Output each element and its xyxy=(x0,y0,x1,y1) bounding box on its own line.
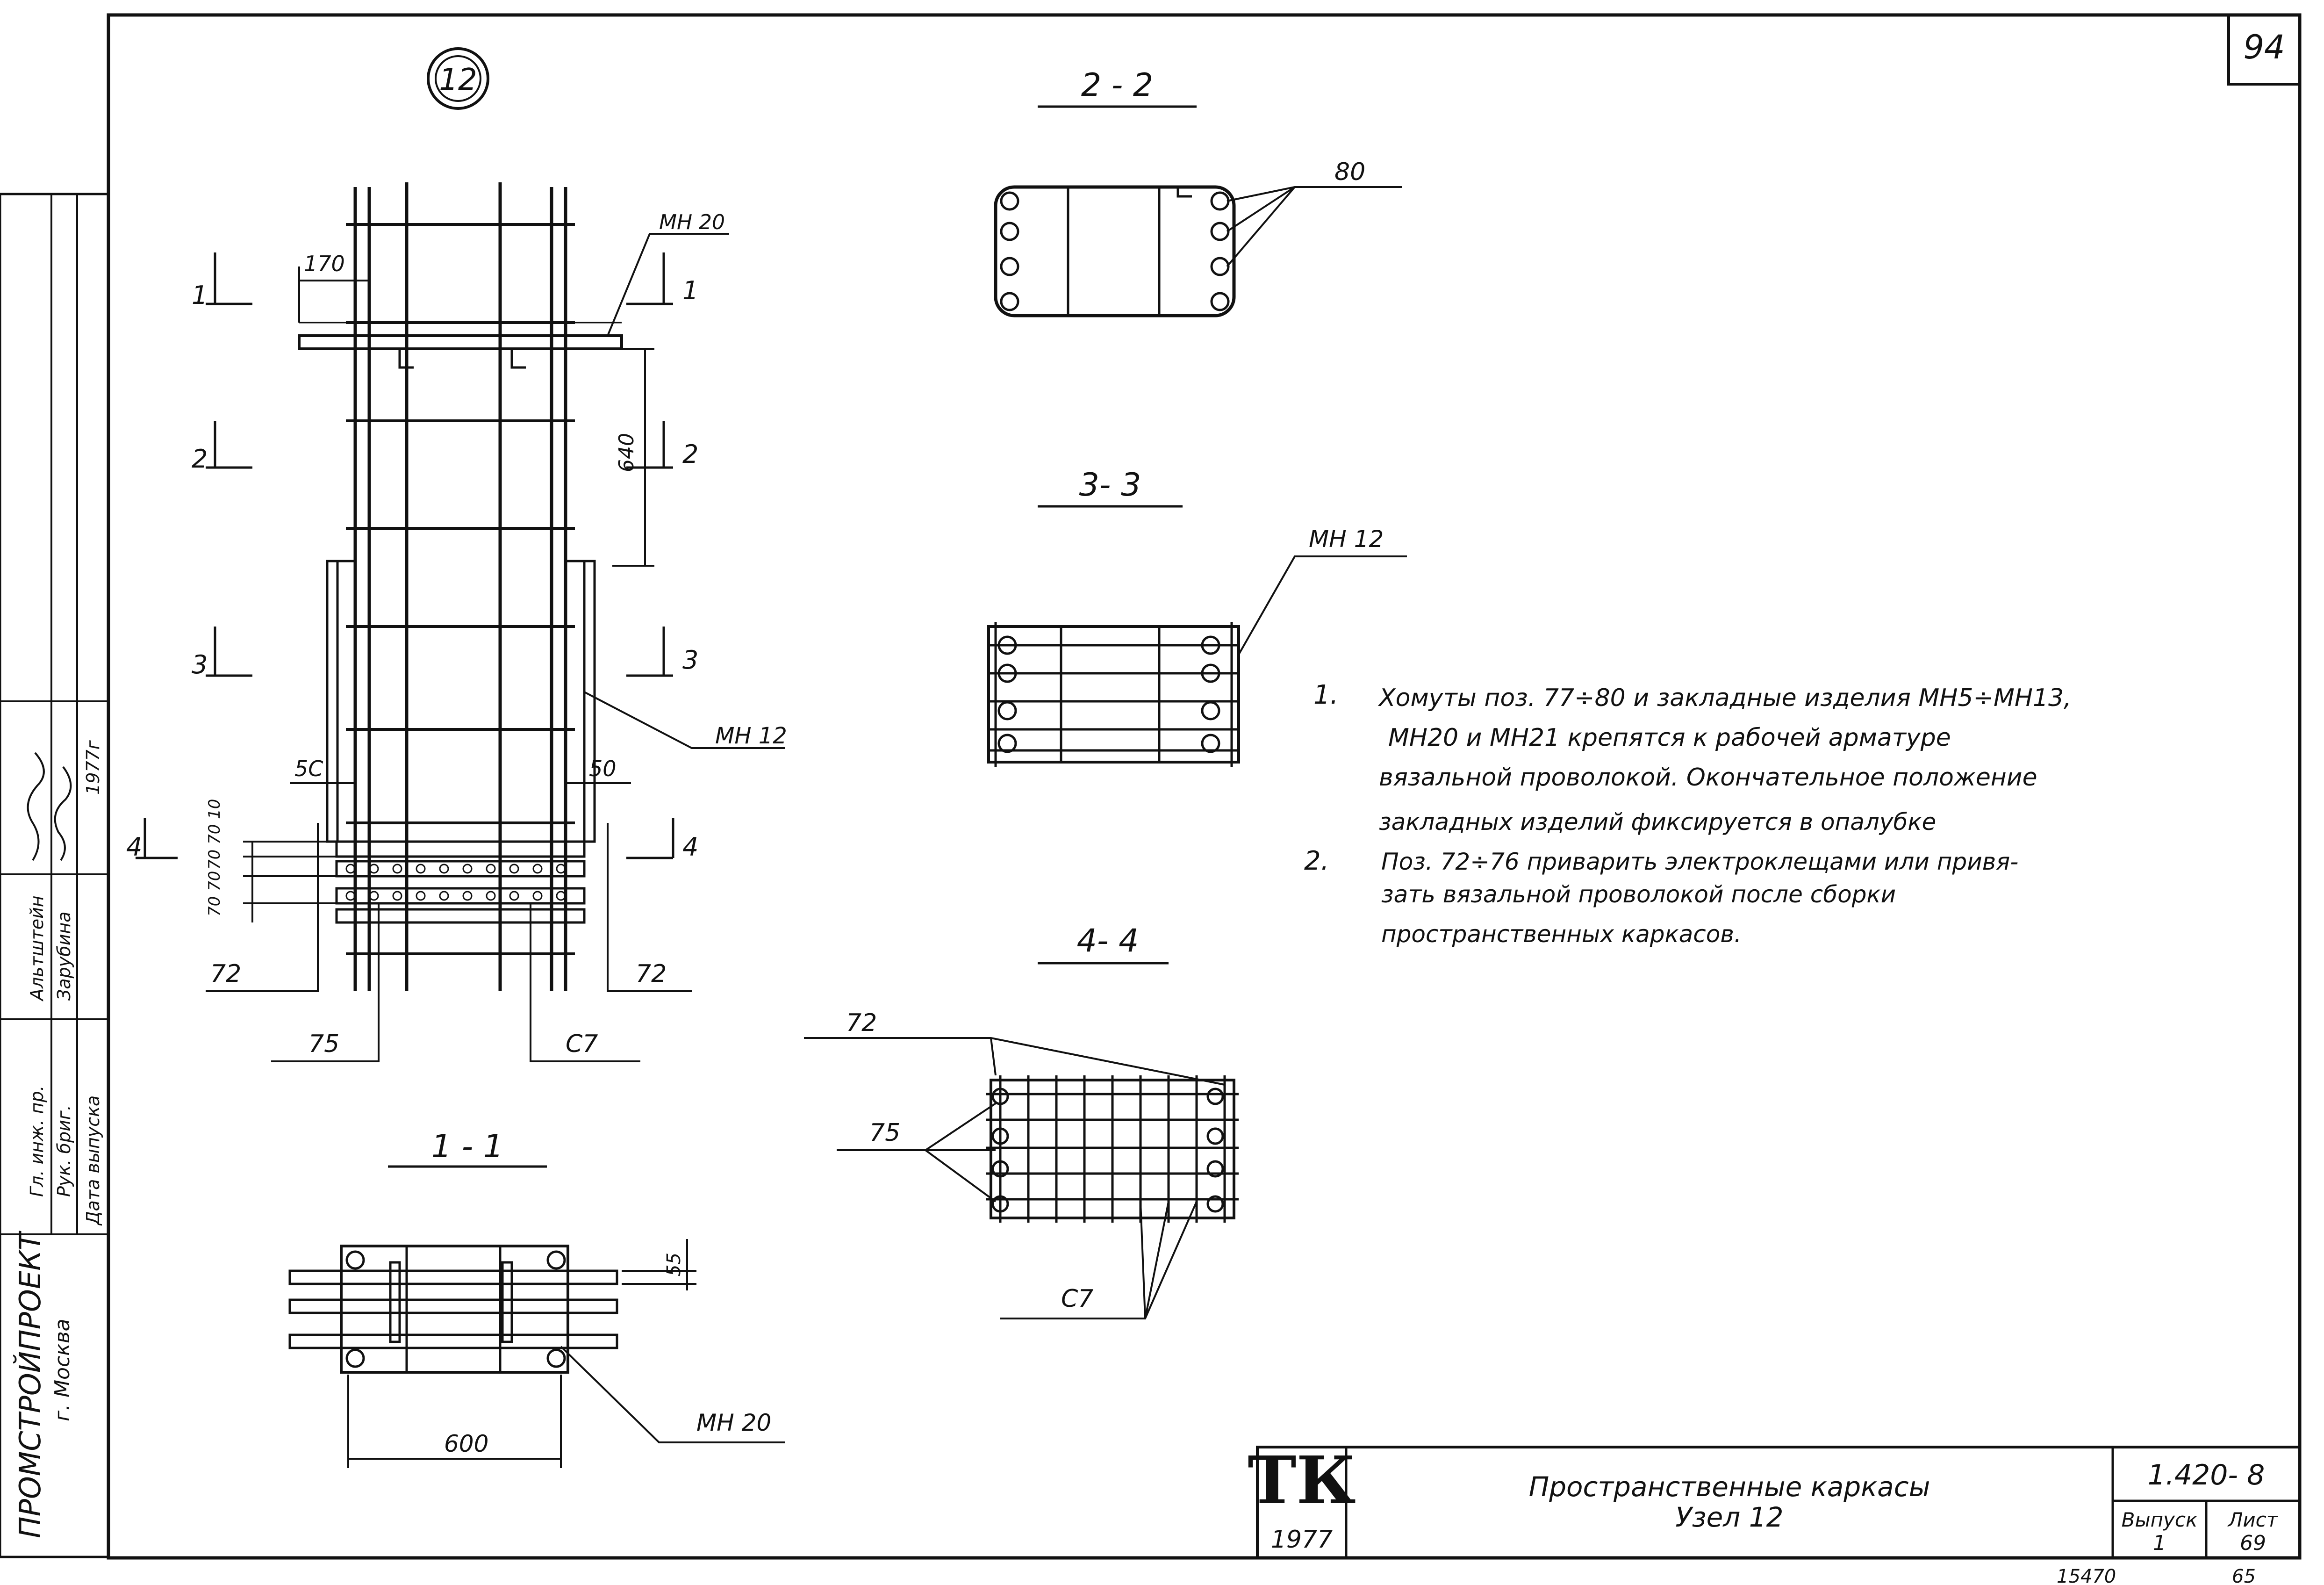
pos-72-left: 72 xyxy=(210,960,241,988)
section-1-1: 1 - 1 55 600 МН 20 xyxy=(288,1128,785,1468)
section-2-2-label: 80 xyxy=(1334,158,1365,186)
issue-value: 1 xyxy=(2153,1531,2166,1555)
stamp-name1: Альтштейн xyxy=(27,895,47,1002)
cut1-left: 1 xyxy=(192,281,208,310)
cut2-left: 2 xyxy=(192,444,208,474)
cut4-right: 4 xyxy=(682,832,698,862)
elevation-view: 1 2 3 4 1 2 3 4 170 640 МН 20 МН 12 5С 5… xyxy=(126,182,787,1062)
sheet-label: Лист xyxy=(2227,1508,2279,1531)
note-1-number: 1. xyxy=(1313,680,1338,710)
node-badge: 12 xyxy=(427,47,489,110)
tk-year: 1977 xyxy=(1271,1526,1333,1554)
pos-75: 75 xyxy=(308,1030,339,1058)
dim-170: 170 xyxy=(304,251,345,276)
note-1-line-2: МН20 и МН21 крепятся к рабочей арматуре xyxy=(1388,724,1951,752)
node-number: 12 xyxy=(439,63,477,97)
bottom-number-right: 65 xyxy=(2232,1566,2256,1585)
doc-code: 1.420- 8 xyxy=(2148,1459,2265,1491)
sheet-value: 69 xyxy=(2240,1531,2266,1555)
pos-72-right: 72 xyxy=(636,960,667,988)
cut3-left: 3 xyxy=(192,650,208,679)
mesh-holes xyxy=(345,864,566,901)
section-4-4: 4- 4 72 75 С7 xyxy=(804,922,1239,1319)
note-2-line-3: пространственных каркасов. xyxy=(1381,921,1742,948)
cut2-right: 2 xyxy=(682,439,698,469)
dim-50-right: 50 xyxy=(589,756,617,781)
section-2-2-title: 2 - 2 xyxy=(1081,67,1153,104)
note-1-line-1: Хомуты поз. 77÷80 и закладные изделия МН… xyxy=(1377,684,2072,712)
signature-1 xyxy=(27,752,45,861)
stamp-city: г. Москва xyxy=(50,1318,74,1421)
section-3-3-label: МН 12 xyxy=(1309,526,1384,553)
note-2-line-1: Поз. 72÷76 приварить электроклещами или … xyxy=(1381,848,2018,875)
issue-label: Выпуск xyxy=(2122,1508,2198,1531)
section-1-1-d600: 600 xyxy=(444,1430,488,1457)
section-4-4-p75: 75 xyxy=(869,1119,900,1147)
stamp-name2: Зарубина xyxy=(54,911,74,1001)
section-4-4-p72: 72 xyxy=(846,1009,877,1037)
note-1-line-4: закладных изделий фиксируется в опалубке xyxy=(1379,808,1936,836)
note-2-line-2: зать вязальной проволокой после сборки xyxy=(1381,881,1896,908)
section-4-4-title: 4- 4 xyxy=(1077,922,1139,959)
bottom-number-left: 15470 xyxy=(2057,1566,2116,1585)
section-3-3: 3- 3 МН 12 xyxy=(987,467,1407,767)
title-line-1: Пространственные каркасы xyxy=(1529,1471,1930,1503)
side-stamp: ПРОМСТРОЙПРОЕКТ г. Москва Гл. инж. пр. Р… xyxy=(0,193,110,1558)
elev-mh20: МН 20 xyxy=(659,210,725,234)
section-2-2: 2 - 2 80 xyxy=(994,67,1402,317)
cut3-right: 3 xyxy=(682,645,698,675)
stamp-date: 1977г xyxy=(83,740,103,795)
dims-vertical-2: 70 70 xyxy=(205,871,224,916)
notes-block: 1. Хомуты поз. 77÷80 и закладные изделия… xyxy=(1304,680,2072,948)
dim-50-left: 5С xyxy=(294,756,323,781)
section-1-1-mh20: МН 20 xyxy=(696,1409,771,1436)
title-line-2: Узел 12 xyxy=(1675,1501,1783,1533)
section-4-4-pc7: С7 xyxy=(1061,1285,1093,1313)
signature-2 xyxy=(54,766,72,861)
dim-640: 640 xyxy=(615,433,638,472)
stamp-role1: Гл. инж. пр. xyxy=(27,1085,47,1197)
elev-mh12: МН 12 xyxy=(715,723,787,749)
dims-vertical: 70 70 10 xyxy=(205,799,224,870)
cut1-right: 1 xyxy=(682,276,698,305)
tk-logo: ТК xyxy=(1248,1442,1356,1519)
note-2-number: 2. xyxy=(1304,846,1329,876)
stamp-role3: Дата выпуска xyxy=(83,1095,103,1226)
section-1-1-title: 1 - 1 xyxy=(431,1128,503,1165)
corner-number: 94 xyxy=(2243,28,2285,66)
title-block: ТК 1977 Пространственные каркасы Узел 12… xyxy=(1248,1442,2301,1559)
note-1-line-3: вязальной проволокой. Окончательное поло… xyxy=(1379,764,2037,792)
section-1-1-d55: 55 xyxy=(663,1253,685,1276)
stamp-org: ПРОМСТРОЙПРОЕКТ xyxy=(13,1231,47,1538)
section-3-3-title: 3- 3 xyxy=(1079,467,1141,504)
corner-number-box: 94 xyxy=(2227,15,2300,86)
stamp-role2: Рук. бриг. xyxy=(54,1105,74,1197)
cut4-left: 4 xyxy=(126,832,142,862)
pos-c7: С7 xyxy=(566,1030,598,1058)
